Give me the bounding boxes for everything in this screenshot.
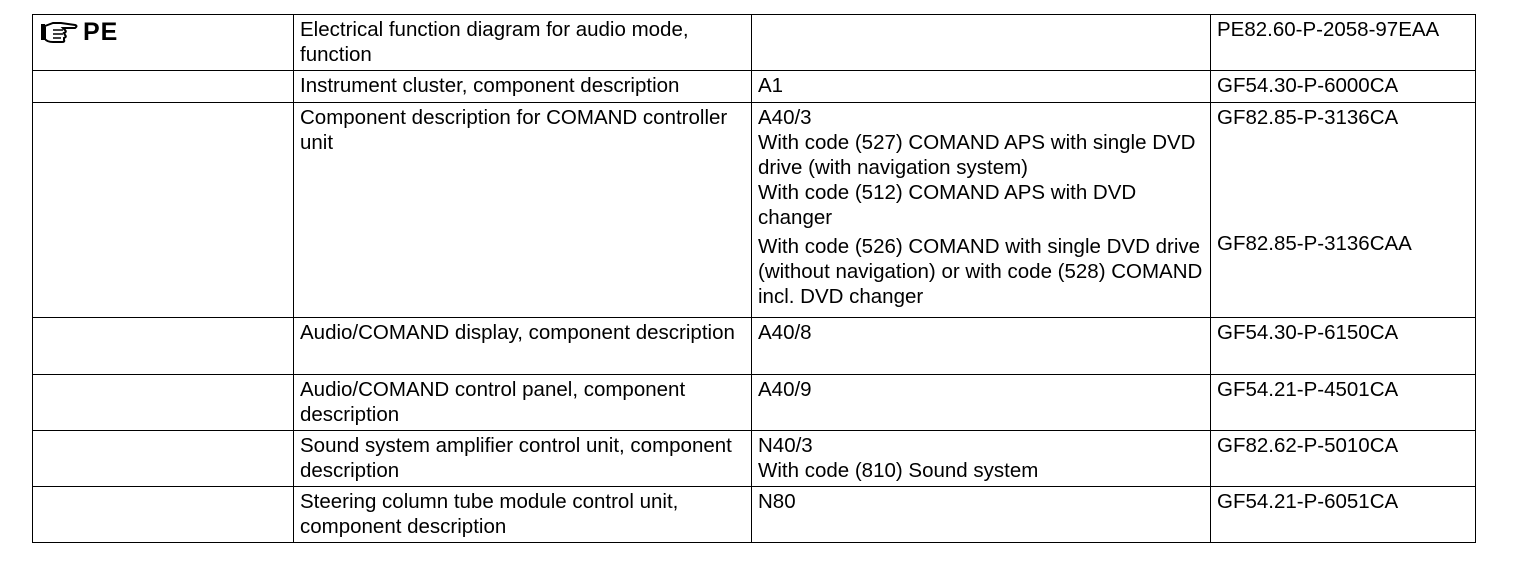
table-row: Steering column tube module control unit…	[32, 486, 1476, 543]
code-note: With code (512) COMAND APS with DVD chan…	[758, 181, 1137, 229]
code-note: With code (526) COMAND with single DVD d…	[758, 235, 1203, 308]
title-cell: Steering column tube module control unit…	[293, 486, 752, 543]
empty-cell	[32, 374, 294, 431]
component-cell: A1	[751, 70, 1211, 103]
table-row: Audio/COMAND control panel, component de…	[32, 374, 1476, 431]
table-row: Sound system amplifier control unit, com…	[32, 430, 1476, 487]
component-code: A40/3	[758, 106, 812, 129]
table-row: PE Electrical function diagram for audio…	[32, 14, 1476, 71]
empty-cell	[32, 486, 294, 543]
component-code: N40/3	[758, 434, 813, 457]
table-row: Component description for COMAND control…	[32, 102, 1476, 318]
component-cell: A40/3 With code (527) COMAND APS with si…	[751, 102, 1211, 318]
doc-link[interactable]: GF54.30-P-6000CA	[1210, 70, 1476, 103]
title-cell: Audio/COMAND control panel, component de…	[293, 374, 752, 431]
title-cell: Component description for COMAND control…	[293, 102, 752, 318]
empty-cell	[32, 70, 294, 103]
doc-link[interactable]: PE82.60-P-2058-97EAA	[1210, 14, 1476, 71]
reference-table: PE Electrical function diagram for audio…	[32, 14, 1476, 543]
table-row: Instrument cluster, component descriptio…	[32, 70, 1476, 103]
empty-cell	[32, 430, 294, 487]
component-cell	[751, 14, 1211, 71]
code-note: With code (810) Sound system	[758, 459, 1039, 482]
table-row: Audio/COMAND display, component descript…	[32, 317, 1476, 375]
title-cell: Electrical function diagram for audio mo…	[293, 14, 752, 71]
title-cell: Sound system amplifier control unit, com…	[293, 430, 752, 487]
doc-link[interactable]: GF82.85-P-3136CA	[1217, 106, 1399, 129]
empty-cell	[32, 317, 294, 375]
doc-link[interactable]: GF54.30-P-6150CA	[1210, 317, 1476, 375]
doc-cell: GF82.85-P-3136CA GF82.85-P-3136CAA	[1210, 102, 1476, 318]
prefix-label: PE	[83, 17, 119, 46]
component-cell: A40/8	[751, 317, 1211, 375]
empty-cell	[32, 102, 294, 318]
pointing-hand-icon	[41, 22, 78, 43]
title-cell: Audio/COMAND display, component descript…	[293, 317, 752, 375]
doc-link[interactable]: GF54.21-P-4501CA	[1210, 374, 1476, 431]
component-cell: N40/3 With code (810) Sound system	[751, 430, 1211, 487]
component-cell: A40/9	[751, 374, 1211, 431]
code-note: With code (527) COMAND APS with single D…	[758, 131, 1196, 179]
doc-link[interactable]: GF82.62-P-5010CA	[1210, 430, 1476, 487]
doc-link[interactable]: GF54.21-P-6051CA	[1210, 486, 1476, 543]
title-cell: Instrument cluster, component descriptio…	[293, 70, 752, 103]
doc-link[interactable]: GF82.85-P-3136CAA	[1217, 232, 1412, 255]
prefix-cell: PE	[32, 14, 294, 71]
component-cell: N80	[751, 486, 1211, 543]
